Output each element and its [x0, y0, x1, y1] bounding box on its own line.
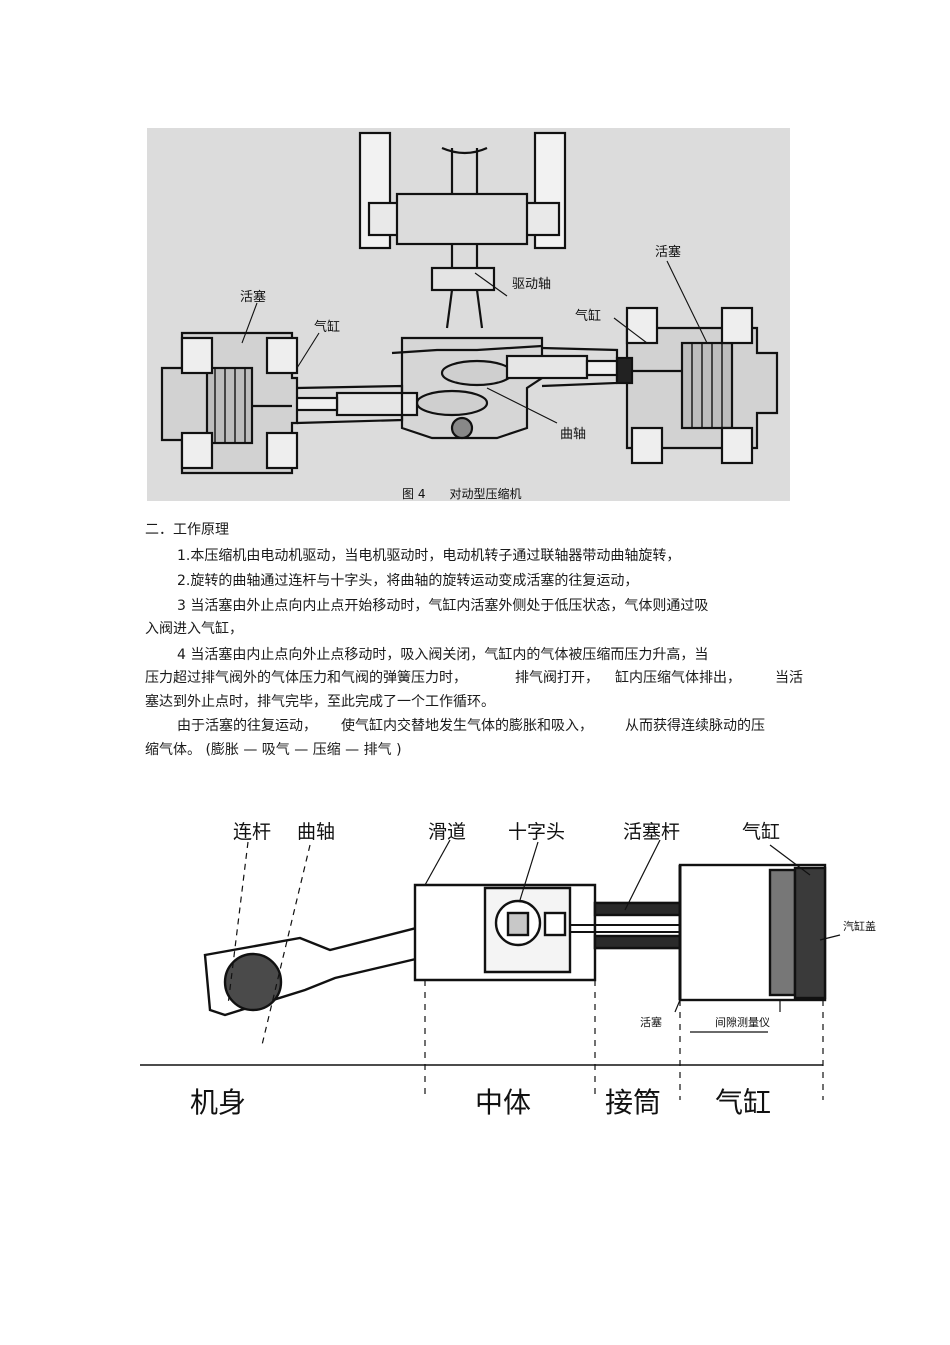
section-cylinder: 气缸 — [715, 1086, 771, 1119]
section-frame: 机身 — [190, 1086, 246, 1119]
paragraph-5-line-1-part-a: 由于活塞的往复运动， — [177, 718, 317, 734]
cylinder-cover — [793, 866, 827, 1000]
section-connector: 接筒 — [605, 1086, 661, 1119]
crosshead-left — [335, 391, 419, 417]
valve-right-top-1 — [625, 306, 659, 345]
paragraph-4-line-1: 4 当活塞由内止点向外止点移动时，吸入阀关闭，气缸内的气体被压缩而压力升高，当 — [177, 647, 709, 663]
paragraph-5-line-1-part-c: 从而获得连续脉动的压 — [625, 718, 765, 734]
label-cylinder-left: 气缸 — [314, 319, 340, 335]
label-crosshead: 十字头 — [508, 821, 565, 843]
label-cylinder-right: 气缸 — [575, 308, 601, 324]
label-cylinder: 气缸 — [742, 821, 780, 843]
section-middle-body: 中体 — [475, 1086, 531, 1119]
paragraph-4-line-2: 压力超过排气阀外的气体压力和气阀的弹簧压力时， 排气阀打开， 缸内压缩气体排出， 当活 — [145, 668, 803, 688]
label-piston-rod: 活塞杆 — [623, 821, 680, 843]
label-cylinder-cover: 汽缸盖 — [843, 919, 876, 933]
valve-right-top-2 — [720, 306, 754, 345]
crosshead-right — [505, 354, 589, 380]
packing-right — [615, 356, 634, 385]
valve-left-top-2 — [265, 336, 299, 375]
opposed-compressor-figure: 活塞 驱动轴 活塞 气缸 气缸 曲轴 图 4 对动型压缩机 — [147, 128, 790, 501]
paragraph-3-line-2: 入阀进入气缸， — [145, 621, 243, 637]
crankshaft-journal — [223, 952, 283, 1012]
crosshead-nut — [543, 911, 567, 937]
paragraph-1: 1.本压缩机由电动机驱动，当电机驱动时，电动机转子通过联轴器带动曲轴旋转， — [177, 548, 681, 564]
cylinder-assembly-figure: 连杆 曲轴 滑道 十字头 活塞杆 气缸 汽缸盖 活塞 间隙测量仪 机身 中体 接… — [140, 821, 876, 1119]
piston-right — [680, 341, 734, 430]
label-drive-shaft: 驱动轴 — [512, 277, 551, 292]
drive-shaft-flange — [430, 266, 496, 292]
paragraph-2: 2.旋转的曲轴通过连杆与十字头，将曲轴的旋转运动变成活塞的往复运动， — [177, 573, 639, 589]
paragraph-3-line-1: 3 当活塞由外止点向内止点开始移动时，气缸内活塞外侧处于低压状态，气体则通过吸 — [177, 598, 709, 614]
label-connecting-rod: 连杆 — [233, 821, 271, 843]
piston — [768, 868, 797, 997]
paragraph-4-line-2-part-d: 当活 — [775, 670, 803, 686]
valve-left-top-1 — [180, 336, 214, 375]
paragraph-5-line-1: 由于活塞的往复运动， 使气缸内交替地发生气体的膨胀和吸入， 从而获得连续脉动的压 — [145, 716, 765, 736]
label-crankshaft: 曲轴 — [297, 821, 335, 843]
paragraph-5-line-1-part-b: 使气缸内交替地发生气体的膨胀和吸入， — [341, 718, 593, 734]
label-piston-left: 活塞 — [240, 289, 266, 305]
label-piston-right: 活塞 — [655, 244, 681, 260]
paragraph-4-line-3: 塞达到外止点时，排气完毕，至此完成了一个工作循环。 — [145, 694, 495, 710]
crankcase — [400, 336, 544, 440]
label-piston: 活塞 — [640, 1015, 662, 1029]
paragraph-4-line-2-part-c: 缸内压缩气体排出， — [615, 670, 741, 686]
section-heading: 二．工作原理 — [145, 522, 229, 538]
crank-pin-lower — [415, 389, 489, 417]
valve-left-bottom-2 — [265, 431, 299, 470]
valve-left-bottom-1 — [180, 431, 214, 470]
crankshaft-hub — [450, 416, 474, 440]
valve-right-bottom-2 — [720, 426, 754, 465]
label-clearance-gauge: 间隙测量仪 — [715, 1015, 770, 1029]
crank-pin-upper — [440, 359, 514, 387]
paragraph-5-line-2: 缩气体。 (膨胀 — 吸气 — 压缩 — 排气 ) — [145, 742, 402, 758]
flywheel — [395, 192, 529, 246]
label-slideway: 滑道 — [428, 821, 466, 843]
paragraph-4-line-2-part-a: 压力超过排气阀外的气体压力和气阀的弹簧压力时， — [145, 670, 467, 686]
valve-right-bottom-1 — [630, 426, 664, 465]
figure1-caption: 图 4 对动型压缩机 — [402, 486, 521, 501]
paragraph-4-line-2-part-b: 排气阀打开， — [515, 670, 599, 686]
label-crankshaft: 曲轴 — [560, 427, 586, 442]
